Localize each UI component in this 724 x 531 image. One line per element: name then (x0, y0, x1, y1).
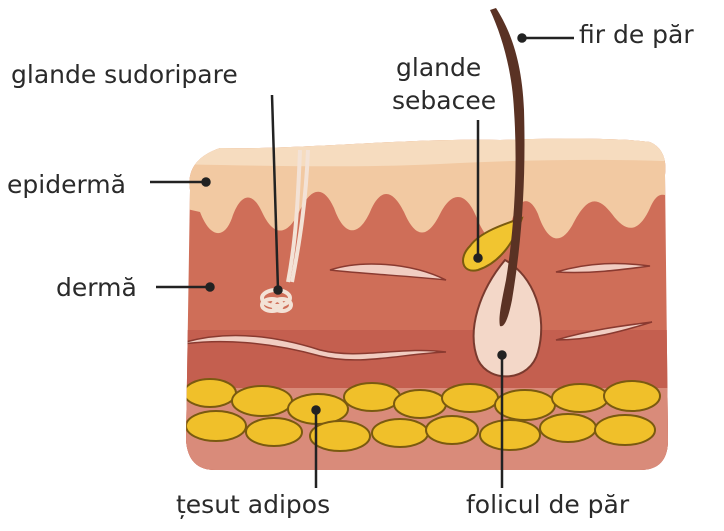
fat-cell (310, 421, 370, 451)
skin-block (170, 130, 690, 498)
fat-cell (442, 384, 498, 412)
leader-dot (207, 284, 214, 291)
leader-dot (499, 352, 506, 359)
leader-dot (203, 179, 210, 186)
leader-dot (313, 407, 320, 414)
fat-cell (495, 390, 555, 420)
fat-cell (246, 418, 302, 446)
fat-cell (186, 411, 246, 441)
leader-dot (519, 35, 526, 42)
fat-cell (372, 419, 428, 447)
label-adipose-tissue: țesut adipos (176, 492, 330, 517)
fat-cell (344, 383, 400, 411)
label-dermis: dermă (56, 275, 137, 300)
leader-dot (475, 255, 482, 262)
fat-cell (184, 379, 236, 407)
fat-cell (540, 414, 596, 442)
fat-cell (552, 384, 608, 412)
label-sebaceous-line1: glande (396, 55, 481, 80)
fat-cell (604, 381, 660, 411)
leader-dot (275, 287, 282, 294)
label-hair-follicle: folicul de păr (466, 492, 629, 517)
label-sweat-glands: glande sudoripare (11, 62, 238, 87)
label-hair-shaft: fir de păr (579, 22, 694, 47)
fat-cell (595, 415, 655, 445)
fat-cell (426, 416, 478, 444)
label-sebaceous-line2: sebacee (392, 88, 496, 113)
fat-cell (232, 386, 292, 416)
label-epidermis: epidermă (7, 172, 126, 197)
fat-cell (394, 390, 446, 418)
fat-cell (480, 420, 540, 450)
